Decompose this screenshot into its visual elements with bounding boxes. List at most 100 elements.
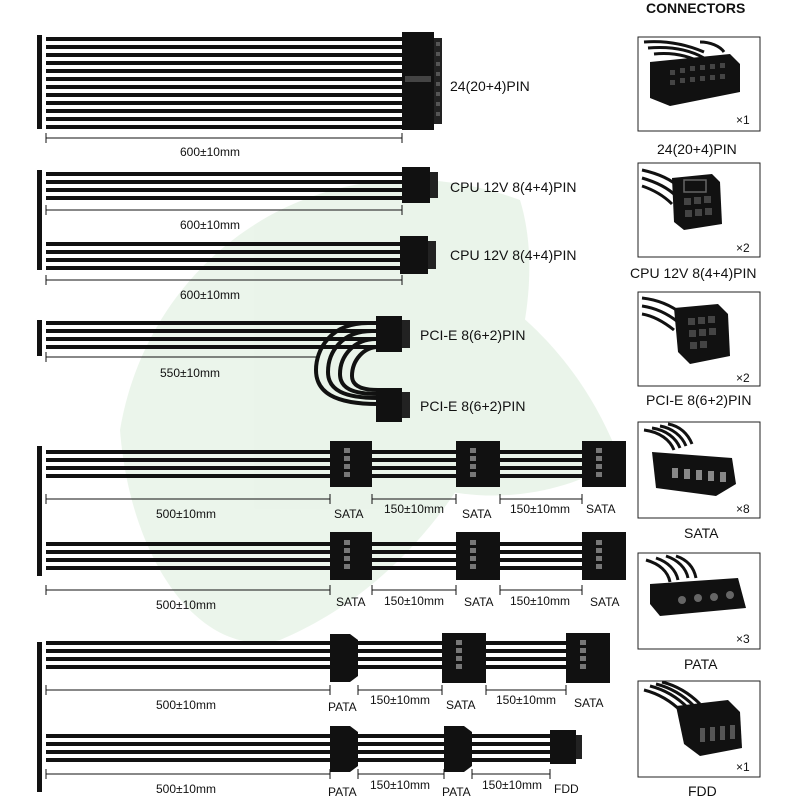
cable-sata-1: 500±10mm 150±10mm 150±10mm SATA SATA SAT…: [37, 441, 626, 576]
cable-24pin-wires: [46, 37, 404, 129]
photo-pcie-name: PCI-E 8(6+2)PIN: [646, 392, 751, 408]
photo-cpu: ×2: [637, 162, 761, 258]
cable-pata-sata-conn1-label: PATA: [328, 700, 357, 714]
cable-sata-2-length-seg1: 150±10mm: [384, 594, 444, 608]
photo-pcie-qty: ×2: [736, 371, 750, 385]
photo-cpu-name: CPU 12V 8(4+4)PIN: [630, 265, 756, 281]
photo-fdd: ×1: [637, 680, 761, 778]
cable-sata-2: 500±10mm 150±10mm 150±10mm SATA SATA SAT…: [45, 532, 626, 612]
photo-pcie-plug-icon: [674, 304, 730, 364]
cable-sata-1-length-main: 500±10mm: [156, 507, 216, 521]
connector-sata-3a: [442, 633, 486, 683]
cable-pcie-label-bottom: PCI-E 8(6+2)PIN: [420, 398, 525, 414]
photo-sata-qty: ×8: [736, 502, 750, 516]
cable-cpu-1-length: 600±10mm: [180, 218, 240, 232]
photo-24pin-plug-icon: [650, 54, 740, 106]
photo-cpu-plug-icon: [672, 174, 722, 230]
cable-pata-fdd-length-seg1: 150±10mm: [370, 778, 430, 792]
cable-cpu-2-label: CPU 12V 8(4+4)PIN: [450, 247, 576, 263]
cable-sata-1-length-seg2: 150±10mm: [510, 502, 570, 516]
connector-pcie-top: [376, 316, 410, 352]
connector-sata-2c: [582, 532, 626, 580]
cable-sata-1-length-seg1: 150±10mm: [384, 502, 444, 516]
cable-pata-fdd-conn2-label: PATA: [442, 785, 471, 799]
cable-sata-1-conn3-label: SATA: [586, 502, 616, 516]
connector-fdd: [550, 730, 582, 764]
cable-pata-fdd-conn1-label: PATA: [328, 785, 357, 799]
photo-sata: ×8: [637, 421, 761, 519]
cable-24pin-length: 600±10mm: [180, 145, 240, 159]
cable-pcie-label-top: PCI-E 8(6+2)PIN: [420, 327, 525, 343]
cable-sata-2-length-seg2: 150±10mm: [510, 594, 570, 608]
dimension-line-cpu-2: [45, 275, 403, 285]
cable-pata-sata-conn3-label: SATA: [574, 696, 604, 710]
cable-24pin-sleeve-end: [37, 35, 42, 129]
photo-fdd-plug-icon: [676, 700, 742, 756]
cable-sata-1-conn2-label: SATA: [462, 507, 492, 521]
photo-pata: ×3: [637, 552, 761, 650]
cable-pata-sata: 500±10mm 150±10mm 150±10mm PATA SATA SAT…: [37, 633, 610, 792]
watermark-leaf-icon: [120, 179, 620, 643]
cable-pata-fdd-length-main: 500±10mm: [156, 782, 216, 796]
photo-24pin-name: 24(20+4)PIN: [657, 141, 737, 157]
cable-pcie-split: [313, 321, 379, 406]
connector-sata-2b: [456, 532, 500, 580]
cable-24pin: 24(20+4)PIN 600±10mm: [37, 32, 530, 159]
cable-pcie-length: 550±10mm: [160, 366, 220, 380]
cable-pata-sata-length-main: 500±10mm: [156, 698, 216, 712]
photo-pata-qty: ×3: [736, 632, 750, 646]
cable-pata-sata-length-seg2: 150±10mm: [496, 693, 556, 707]
connectors-header: CONNECTORS: [646, 0, 745, 16]
photo-fdd-name: FDD: [688, 783, 717, 799]
connector-sata-1c: [582, 441, 626, 487]
dimension-lines-pata-sata: [45, 685, 567, 695]
cable-sata-2-length-main: 500±10mm: [156, 598, 216, 612]
cable-cpu-1: CPU 12V 8(4+4)PIN 600±10mm: [45, 167, 576, 232]
connector-sata-2a: [330, 532, 372, 580]
cable-pata-sata-sleeve-end: [37, 642, 42, 792]
cable-24pin-label: 24(20+4)PIN: [450, 78, 530, 94]
photo-cpu-qty: ×2: [736, 241, 750, 255]
dimension-line-24pin: [45, 133, 403, 143]
cable-cpu-2: CPU 12V 8(4+4)PIN 600±10mm: [45, 236, 576, 302]
connector-cpu-1: [402, 167, 438, 203]
connector-sata-1b: [456, 441, 500, 487]
cable-pcie: PCI-E 8(6+2)PIN PCI-E 8(6+2)PIN 550±10mm: [37, 316, 525, 422]
photo-sata-plug-icon: [652, 452, 736, 496]
connector-sata-3b: [566, 633, 610, 683]
connector-pata-1: [330, 634, 358, 682]
cable-cpu-2-length: 600±10mm: [180, 288, 240, 302]
cable-pata-fdd-conn3-label: FDD: [554, 782, 579, 796]
photo-sata-name: SATA: [684, 525, 719, 541]
dimension-lines-pata-fdd: [45, 769, 551, 779]
photo-pcie: ×2: [637, 291, 761, 387]
dimension-lines-sata-2: [45, 585, 583, 595]
cable-sata-2-conn1-label: SATA: [336, 595, 366, 609]
dimension-line-cpu-1: [45, 205, 403, 215]
connector-cpu-2: [400, 236, 436, 274]
photo-pata-plug-icon: [650, 578, 746, 616]
cable-cpu-sleeve-end: [37, 170, 42, 270]
cable-sata-2-conn3-label: SATA: [590, 595, 620, 609]
photo-24pin: ×1: [637, 36, 761, 132]
cable-pata-fdd-length-seg2: 150±10mm: [482, 778, 542, 792]
cable-pata-sata-length-seg1: 150±10mm: [370, 693, 430, 707]
cable-sata-1-conn1-label: SATA: [334, 507, 364, 521]
cable-pata-sata-conn2-label: SATA: [446, 698, 476, 712]
dimension-line-pcie: [45, 352, 320, 362]
connector-pata-2: [330, 726, 358, 772]
connector-pata-3: [444, 726, 472, 772]
connector-sata-1a: [330, 441, 372, 487]
cable-pcie-sleeve-end: [37, 320, 42, 356]
cable-pata-fdd: 500±10mm 150±10mm 150±10mm PATA PATA FDD: [45, 726, 582, 799]
connector-24pin: [402, 32, 442, 130]
photo-fdd-qty: ×1: [736, 760, 750, 774]
cable-sata-1-sleeve-end: [37, 446, 42, 576]
cable-cpu-1-label: CPU 12V 8(4+4)PIN: [450, 179, 576, 195]
photo-pata-name: PATA: [684, 656, 718, 672]
photo-24pin-qty: ×1: [736, 113, 750, 127]
cable-sata-2-conn2-label: SATA: [464, 595, 494, 609]
connector-pcie-bottom: [376, 388, 410, 422]
dimension-lines-sata-1: [45, 494, 583, 504]
